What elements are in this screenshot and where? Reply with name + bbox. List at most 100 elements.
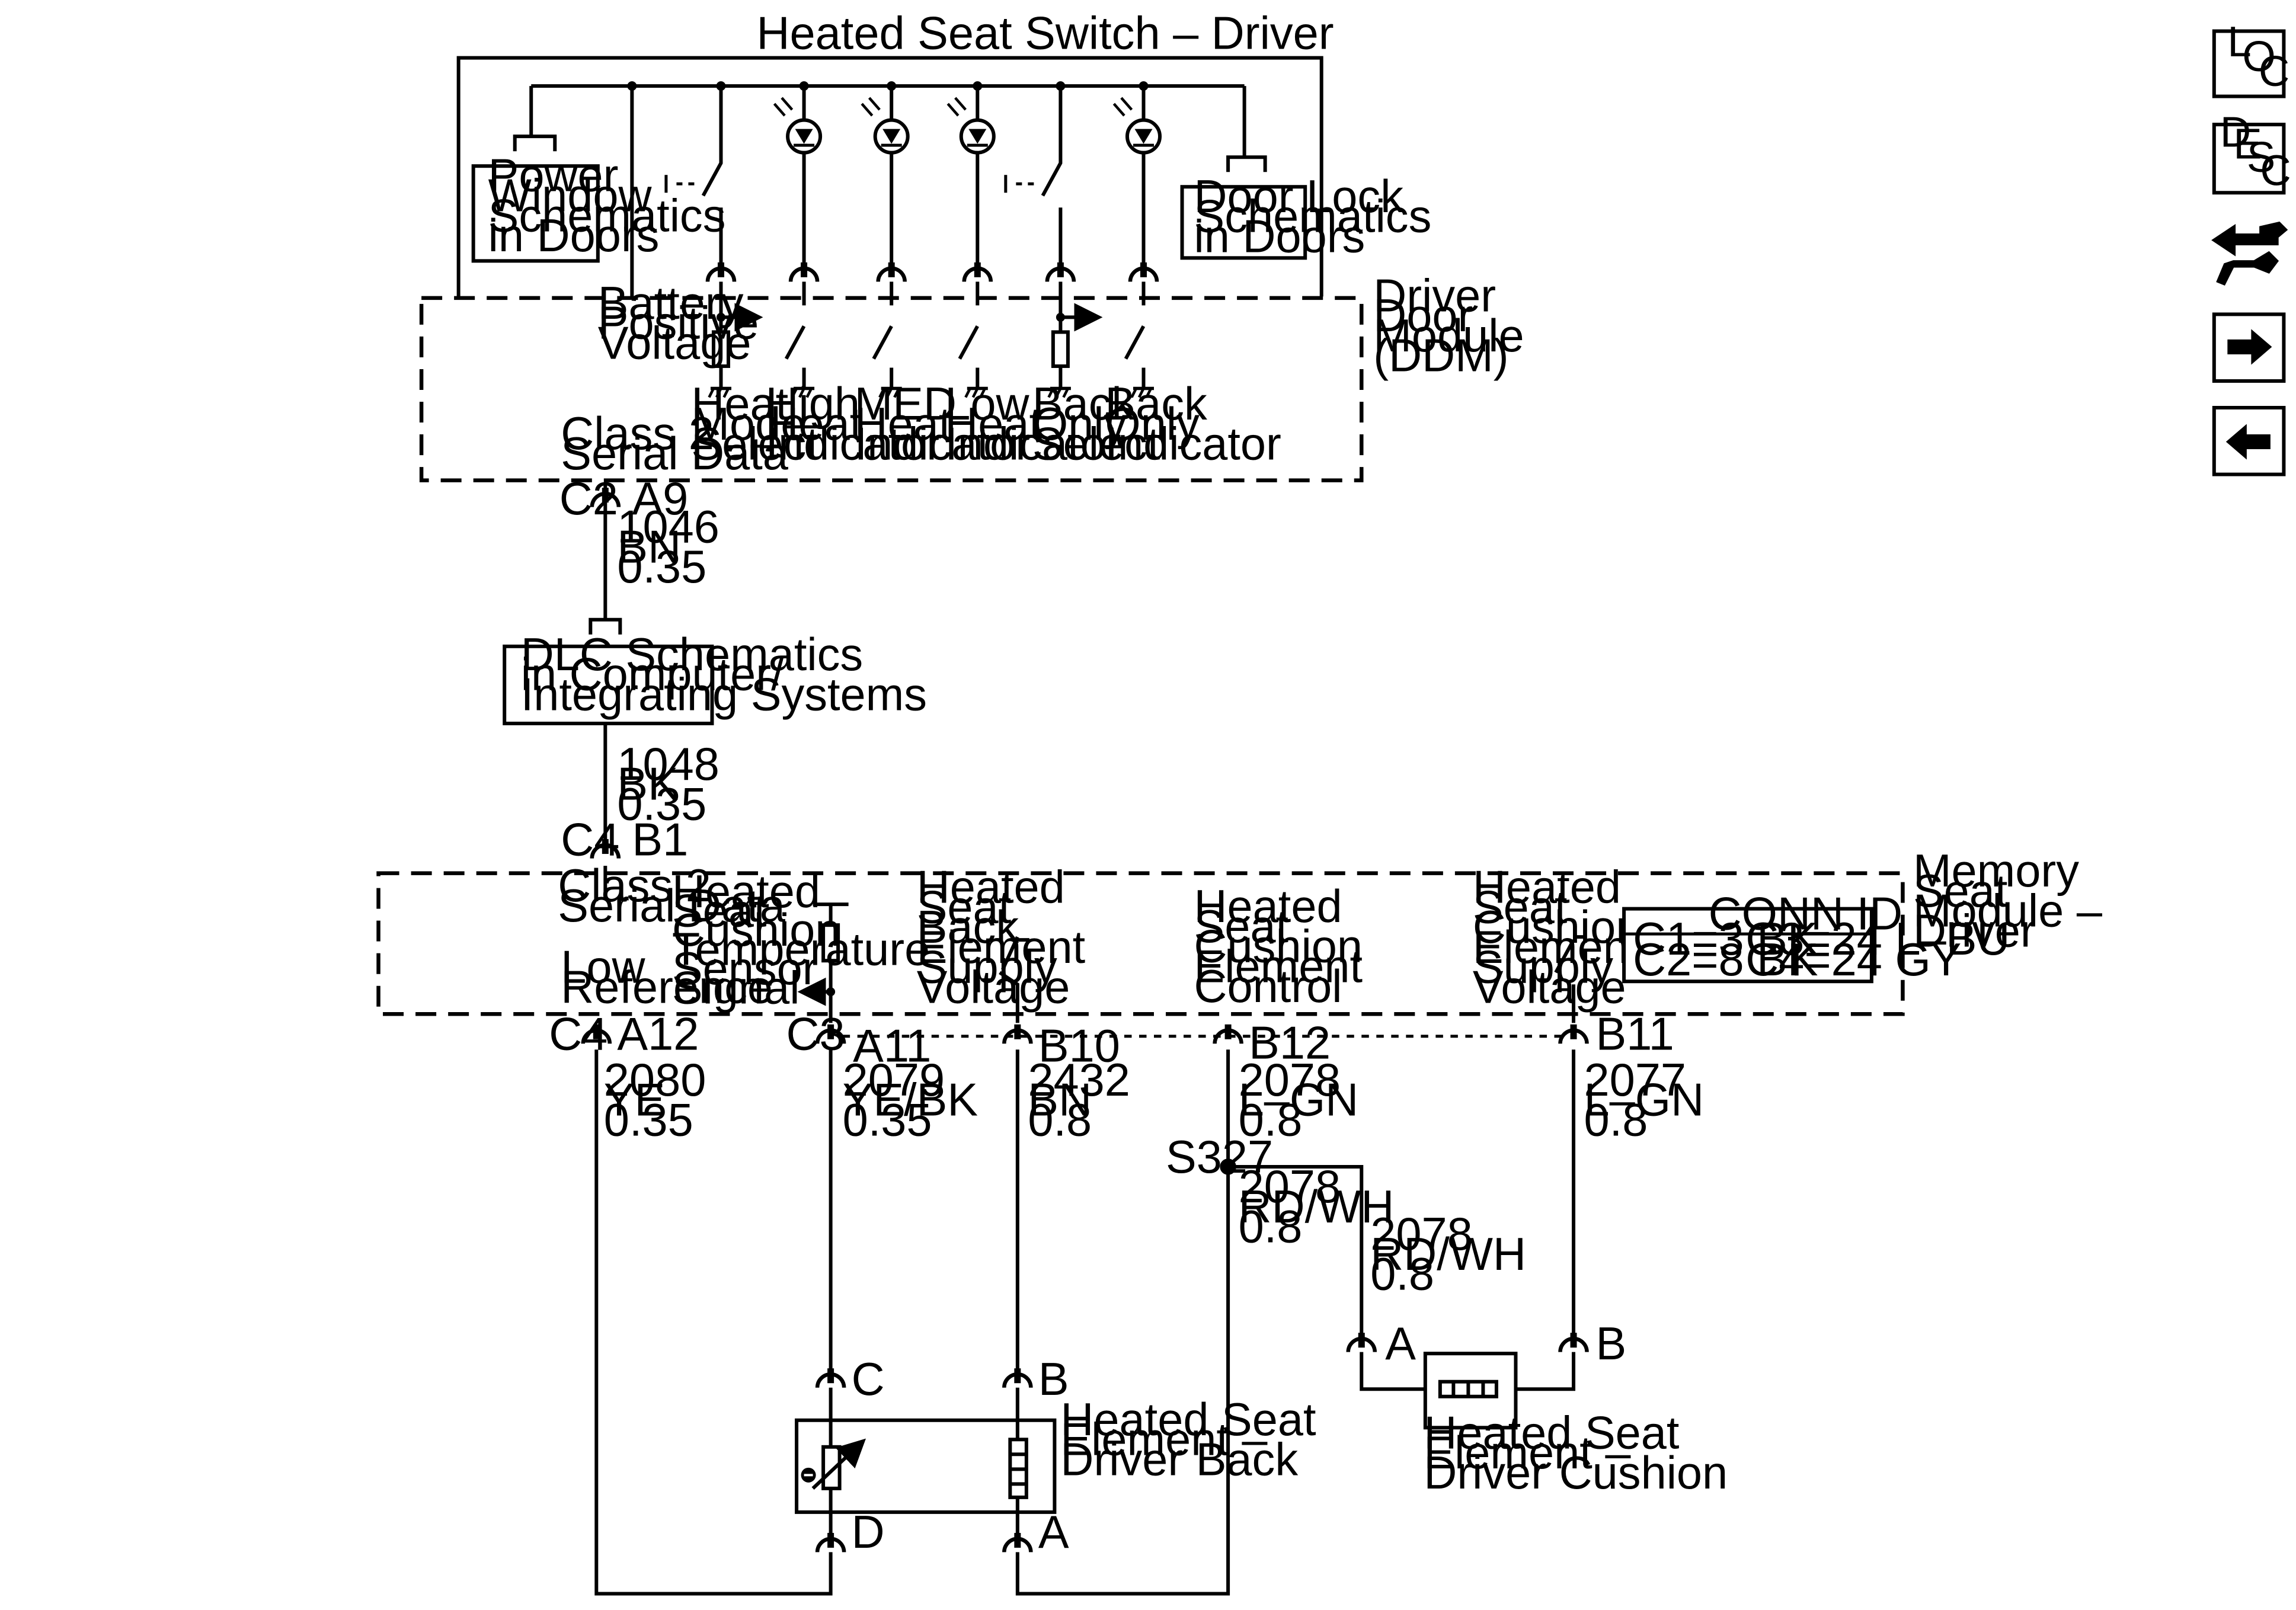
ground-icon	[791, 386, 815, 398]
ddm-battery-label: BatteryPositiveVoltage	[598, 278, 759, 369]
conn-ddm-c2: C2	[559, 473, 618, 524]
text-line: Seat	[917, 882, 1012, 933]
text-line: 2078	[1239, 1161, 1341, 1212]
door-lock-label: Door LockSchematicsin Doors	[1194, 171, 1432, 263]
text-line: Seat	[1913, 866, 2008, 917]
ground-icon	[1130, 386, 1155, 398]
text-line: RD/WH	[1239, 1182, 1395, 1233]
text-line: YE	[604, 1075, 665, 1126]
description-button[interactable]: D E S C	[2212, 108, 2291, 195]
ddm-internals	[711, 281, 1146, 389]
connector-end-view-icon[interactable]	[2211, 221, 2288, 286]
text-line: Positive	[598, 298, 759, 349]
text-line: Seat	[1473, 882, 1568, 933]
power-window-box	[471, 164, 600, 263]
text-line: Reference	[561, 962, 773, 1013]
text-line: Driver	[1373, 270, 1496, 321]
conn-msm-b11: B11	[1596, 1009, 1674, 1060]
dlc-label: DLC Schematicsin Computer/Integrating Sy…	[521, 629, 927, 721]
next-arrow-icon[interactable]	[2212, 312, 2286, 383]
text-line: Schematics	[488, 190, 726, 241]
text-line: Module –	[1913, 886, 2103, 937]
text-line: in Computer/	[521, 649, 784, 700]
conn-msm-b10: B10	[1038, 1020, 1120, 1071]
text-line: Element	[1473, 922, 1641, 973]
connector-pin-icon	[1002, 1532, 1033, 1553]
text-line: (DDM)	[1373, 331, 1508, 382]
text-line: 0.35	[617, 542, 706, 593]
msm-back-supply-label: HeatedSeatBackElementSupplyVoltage	[917, 862, 1085, 1013]
msm-cushion-supply-label: HeatedSeatCushionElementSupplyVoltage	[1473, 862, 1642, 1013]
text-line: Driver	[1913, 905, 2036, 956]
ground-icon	[964, 386, 988, 398]
text-line: Class 2	[561, 408, 714, 459]
conn-id-c1: C1=3 BK	[1633, 914, 1818, 965]
high-heat-indicator-label: HighHeatIndicator	[766, 379, 942, 470]
wire-1048: 1048BK0.35	[617, 739, 720, 830]
msm-cushion-temp-label: HeatedSeatCushionTemperatureSensorSignal	[672, 866, 930, 1014]
text-line: Power	[488, 151, 619, 201]
ddm-name: DriverDoorModule(DDM)	[1373, 270, 1524, 381]
back-only-indicator-label: BackOnlyIndicator	[1105, 379, 1281, 470]
connector-pin-icon	[1213, 1024, 1243, 1044]
splice-s327	[1220, 1158, 1236, 1175]
connector-pin-icon	[815, 1024, 846, 1044]
text-line: Cushion	[672, 905, 841, 956]
wire-2078-rdwh-right: 2078RD/WH0.8	[1370, 1209, 1526, 1300]
msm-node	[826, 987, 836, 997]
text-line: Back	[1032, 379, 1135, 430]
led-icon	[946, 97, 996, 155]
text-line: Supply	[1473, 942, 1613, 993]
led-icon	[1112, 97, 1162, 155]
conn-msm-c4-bottom: C4	[549, 1009, 607, 1060]
text-line: Sensor	[672, 943, 818, 994]
switch-title: Heated Seat Switch – Driver	[757, 8, 1334, 59]
text-line: Voltage	[598, 318, 752, 369]
text-line: 1048	[617, 739, 720, 790]
text-line: Seat	[1194, 901, 1289, 952]
connector-pin-icon	[1045, 262, 1076, 282]
text-line: Heated	[1473, 862, 1621, 913]
loc-letter-c: C	[2259, 47, 2289, 95]
text-line: Driver Cushion	[1424, 1448, 1728, 1499]
conn-id-c4: C4=24 GY	[1745, 934, 1961, 985]
text-line: Heated	[917, 862, 1065, 913]
text-line: Element –	[1060, 1414, 1268, 1465]
wire-2078-rdwh-left: 2078RD/WH0.8	[1239, 1161, 1395, 1253]
text-line: Select	[1032, 419, 1160, 470]
text-line: Heat	[766, 399, 863, 450]
text-line: Element	[1194, 941, 1363, 992]
ground-icon	[708, 386, 731, 398]
connector-pin-icon	[590, 488, 621, 507]
back-element-label: Heated SeatElement –Driver Back	[1060, 1394, 1316, 1486]
text-line: MED	[855, 379, 957, 430]
text-line: 1046	[617, 502, 720, 553]
ddm-nodes	[716, 312, 1065, 322]
connector-pin-icon	[1002, 1368, 1033, 1388]
memory-seat-module	[376, 871, 1905, 1016]
text-line: Seat	[672, 886, 767, 937]
location-button[interactable]: L O C	[2212, 18, 2289, 98]
power-window-label: PowerWindowSchematicsin Doors	[488, 151, 726, 261]
splice-label: S327	[1166, 1132, 1273, 1183]
text-line: Heated Seat	[1060, 1394, 1316, 1445]
connector-pin-icon	[815, 1368, 846, 1388]
connector-pin-icon	[788, 262, 820, 282]
text-line: Module	[1373, 311, 1524, 361]
conn-id-c2: C2=8 BK	[1633, 934, 1818, 985]
lower-wiring	[594, 1049, 1576, 1596]
text-line: Window	[488, 171, 653, 222]
text-line: YE/BK	[843, 1075, 978, 1126]
text-line: Low	[561, 942, 645, 993]
previous-arrow-icon[interactable]	[2212, 406, 2286, 476]
text-line: Only	[1105, 399, 1200, 450]
text-line: 2078	[1370, 1209, 1473, 1260]
door-lock-box	[1180, 185, 1307, 260]
text-line: DLC Schematics	[521, 629, 863, 680]
conn-back-d: D	[852, 1507, 885, 1558]
text-line: 2080	[604, 1055, 706, 1106]
conn-id-c3: C3=24 L–BU	[1745, 914, 2010, 965]
text-line: Heat	[855, 399, 952, 450]
text-line: Heated	[672, 866, 820, 917]
